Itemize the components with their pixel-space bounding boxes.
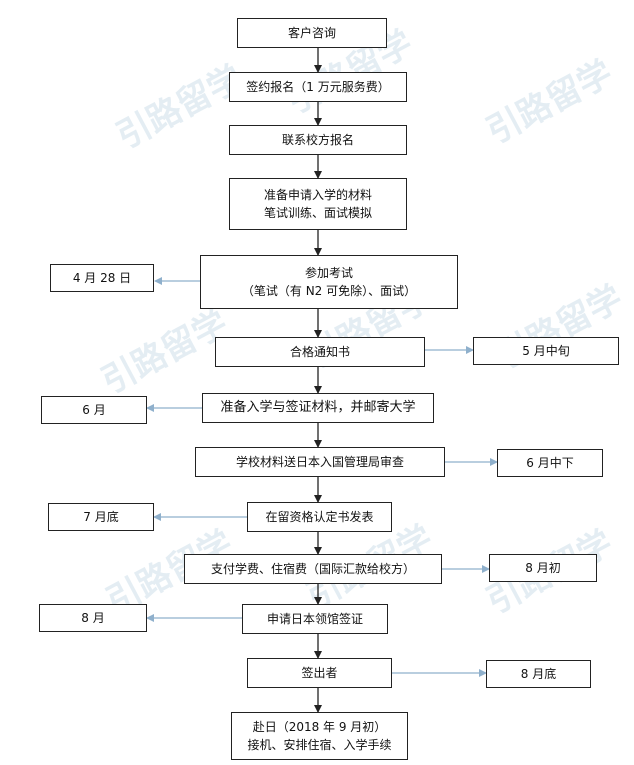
note-june: 6 月 <box>41 396 147 424</box>
step-take-exam: 参加考试 （笔试（有 N2 可免除）、面试） <box>200 255 458 309</box>
note-text: 8 月初 <box>525 561 561 575</box>
step-coe-issued: 在留资格认定书发表 <box>247 502 392 532</box>
step-text: 支付学费、住宿费（国际汇款给校方） <box>210 562 415 576</box>
step-text: 合格通知书 <box>289 345 350 359</box>
note-early-aug: 8 月初 <box>489 554 597 582</box>
step-customer-consult: 客户咨询 <box>237 18 387 48</box>
step-text: 学校材料送日本入国管理局审查 <box>235 455 404 469</box>
step-text: 申请日本领馆签证 <box>266 612 363 626</box>
note-apr-28: 4 月 28 日 <box>50 264 154 292</box>
note-text: 8 月底 <box>520 667 557 681</box>
step-contact-school: 联系校方报名 <box>229 125 407 155</box>
note-mid-may: 5 月中旬 <box>473 337 619 365</box>
step-text: 准备申请入学的材料 <box>263 188 372 202</box>
note-aug: 8 月 <box>39 604 147 632</box>
step-apply-visa: 申请日本领馆签证 <box>242 604 388 634</box>
step-immigration-review: 学校材料送日本入国管理局审查 <box>195 447 445 477</box>
step-acceptance-letter: 合格通知书 <box>215 337 425 367</box>
note-end-aug: 8 月底 <box>486 660 591 688</box>
step-text: 在留资格认定书发表 <box>265 510 374 524</box>
step-contract-signup: 签约报名（1 万元服务费） <box>229 72 407 102</box>
note-text: 6 月中下 <box>526 456 574 470</box>
step-text: （笔试（有 N2 可免除）、面试） <box>241 284 417 298</box>
step-text: 参加考试 <box>304 266 353 280</box>
note-text: 7 月底 <box>83 510 119 524</box>
step-pay-tuition: 支付学费、住宿费（国际汇款给校方） <box>184 554 442 584</box>
step-text: 笔试训练、面试模拟 <box>263 206 372 220</box>
step-text: 签约报名（1 万元服务费） <box>246 80 390 94</box>
step-depart-japan: 赴日（2018 年 9 月初） 接机、安排住宿、入学手续 <box>231 712 408 760</box>
note-text: 8 月 <box>81 611 105 625</box>
step-text: 签出者 <box>301 666 338 680</box>
step-text: 准备入学与签证材料，并邮寄大学 <box>220 400 416 415</box>
step-text: 接机、安排住宿、入学手续 <box>247 738 392 752</box>
note-mid-late-june: 6 月中下 <box>497 449 603 477</box>
note-end-july: 7 月底 <box>48 503 154 531</box>
note-text: 4 月 28 日 <box>72 271 132 285</box>
step-text: 客户咨询 <box>287 26 336 40</box>
note-text: 5 月中旬 <box>522 344 570 358</box>
note-text: 6 月 <box>82 403 106 417</box>
step-visa-issued: 签出者 <box>247 658 392 688</box>
step-text: 联系校方报名 <box>281 133 354 147</box>
step-prepare-materials: 准备申请入学的材料 笔试训练、面试模拟 <box>229 178 407 230</box>
step-text: 赴日（2018 年 9 月初） <box>252 720 387 734</box>
step-prepare-visa-materials: 准备入学与签证材料，并邮寄大学 <box>202 393 434 423</box>
